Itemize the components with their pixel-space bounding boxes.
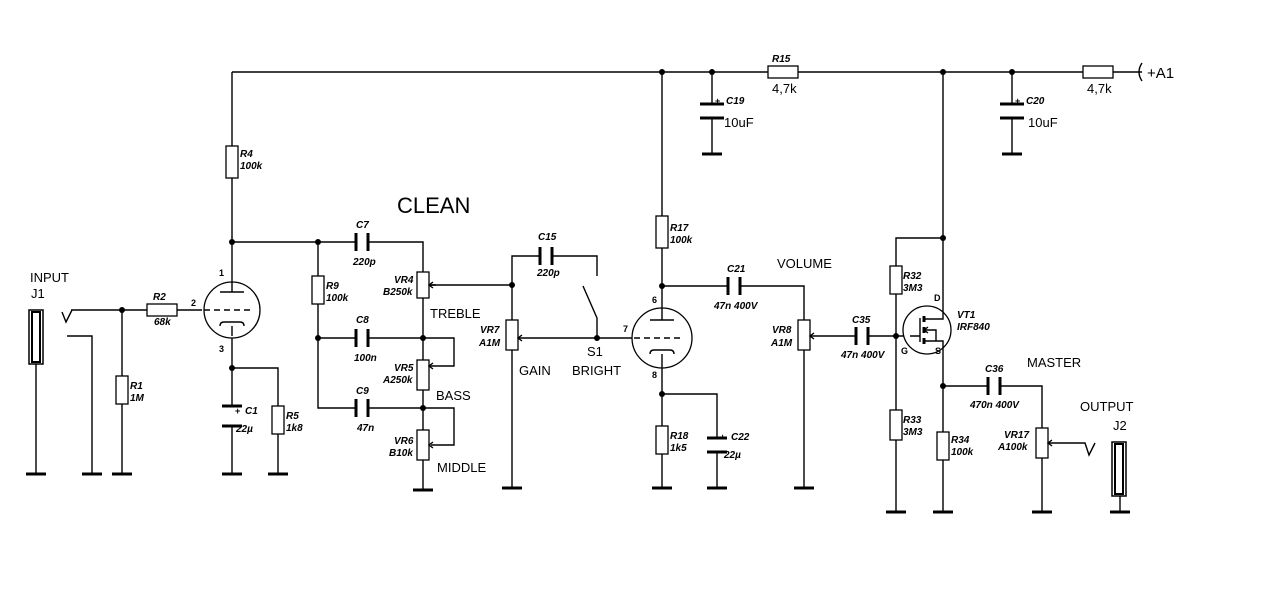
r17-ref: R17: [670, 223, 689, 234]
c35-ref: C35: [852, 315, 871, 326]
v1-pin-3: 3: [219, 344, 224, 354]
c15-value: 220p: [536, 268, 560, 279]
r5-value: 1k8: [286, 423, 303, 434]
fet-pin-s: S: [935, 346, 941, 356]
r4-value: 100k: [240, 161, 263, 172]
c9-ref: C9: [356, 386, 369, 397]
r32-value: 3M3: [903, 283, 923, 294]
label-treble: TREBLE: [430, 306, 481, 321]
tube-v1: [203, 281, 261, 339]
s1-ref: S1: [587, 344, 603, 359]
label-volume: VOLUME: [777, 256, 832, 271]
potentiometers: [416, 271, 1053, 461]
vr6-ref: VR6: [394, 436, 414, 447]
label-input: INPUT: [30, 270, 69, 285]
r34-ref: R34: [951, 435, 970, 446]
r18-value: 1k5: [670, 443, 687, 454]
c19-value: 10uF: [724, 115, 754, 130]
label-output: OUTPUT: [1080, 399, 1134, 414]
c7-value: 220p: [352, 257, 376, 268]
fet-pin-g: G: [901, 346, 908, 356]
r1-ref: R1: [130, 381, 143, 392]
c1-ref: C1: [245, 406, 258, 417]
v1-pin-1: 1: [219, 268, 224, 278]
c22-plus: +: [720, 432, 725, 442]
vr8-ref: VR8: [772, 325, 792, 336]
wires: [61, 62, 1143, 512]
tube-v2: [631, 292, 693, 370]
c36-value: 470n 400V: [969, 400, 1020, 411]
vt1-value: IRF840: [957, 322, 990, 333]
fet-pin-d: D: [934, 293, 941, 303]
vt1-ref: VT1: [957, 310, 976, 321]
mosfet-vt1: [902, 305, 952, 356]
r15-value: 4,7k: [772, 81, 797, 96]
r-input-value: 4,7k: [1087, 81, 1112, 96]
r32-ref: R32: [903, 271, 922, 282]
c15-ref: C15: [538, 232, 557, 243]
vr4-ref: VR4: [394, 275, 414, 286]
vr7-value: A1M: [478, 338, 501, 349]
label-bass: BASS: [436, 388, 471, 403]
vr7-ref: VR7: [480, 325, 500, 336]
c19-plus: +: [715, 96, 720, 106]
label-supply: +A1: [1147, 65, 1174, 82]
c22-ref: C22: [731, 432, 750, 443]
label-j2: J2: [1113, 418, 1127, 433]
v1-pin-2: 2: [191, 298, 196, 308]
r15-ref: R15: [772, 54, 791, 65]
c36-ref: C36: [985, 364, 1004, 375]
c21-ref: C21: [727, 264, 746, 275]
vr4-value: B250k: [383, 287, 413, 298]
jack-j2: [1111, 441, 1127, 512]
label-bright: BRIGHT: [572, 363, 621, 378]
ground-symbols: [26, 152, 1130, 514]
c20-value: 10uF: [1028, 115, 1058, 130]
c8-value: 100n: [354, 353, 377, 364]
c7-ref: C7: [356, 220, 369, 231]
label-master: MASTER: [1027, 355, 1081, 370]
capacitors: [222, 102, 1024, 454]
vr17-ref: VR17: [1004, 430, 1029, 441]
label-middle: MIDDLE: [437, 460, 486, 475]
c19-ref: C19: [726, 96, 745, 107]
resistor-bodies: [115, 65, 1114, 461]
r2-ref: R2: [153, 292, 166, 303]
c35-value: 47n 400V: [840, 350, 886, 361]
c21-value: 47n 400V: [713, 301, 759, 312]
vr5-ref: VR5: [394, 363, 414, 374]
r18-ref: R18: [670, 431, 689, 442]
r5-ref: R5: [286, 411, 299, 422]
c8-ref: C8: [356, 315, 369, 326]
vr6-value: B10k: [389, 448, 413, 459]
v2-pin-7: 7: [623, 324, 628, 334]
r33-value: 3M3: [903, 427, 923, 438]
r34-value: 100k: [951, 447, 974, 458]
r9-ref: R9: [326, 281, 339, 292]
c20-plus: +: [1015, 96, 1020, 106]
r1-value: 1M: [130, 393, 145, 404]
label-j1: J1: [31, 286, 45, 301]
r2-value: 68k: [154, 317, 171, 328]
c20-ref: C20: [1026, 96, 1045, 107]
c9-value: 47n: [356, 423, 374, 434]
label-gain: GAIN: [519, 363, 551, 378]
vr8-value: A1M: [770, 338, 793, 349]
c1-value: 22µ: [235, 424, 253, 435]
c1-plus: +: [235, 406, 240, 416]
switch-s1: [594, 335, 600, 341]
r17-value: 100k: [670, 235, 693, 246]
r9-value: 100k: [326, 293, 349, 304]
v2-pin-8: 8: [652, 370, 657, 380]
r4-ref: R4: [240, 149, 253, 160]
v2-pin-6: 6: [652, 295, 657, 305]
vr5-value: A250k: [382, 375, 413, 386]
vr17-value: A100k: [997, 442, 1028, 453]
schematic-title: CLEAN: [397, 193, 470, 218]
r33-ref: R33: [903, 415, 922, 426]
c22-value: 22µ: [723, 450, 741, 461]
jack-j1: [28, 309, 44, 474]
